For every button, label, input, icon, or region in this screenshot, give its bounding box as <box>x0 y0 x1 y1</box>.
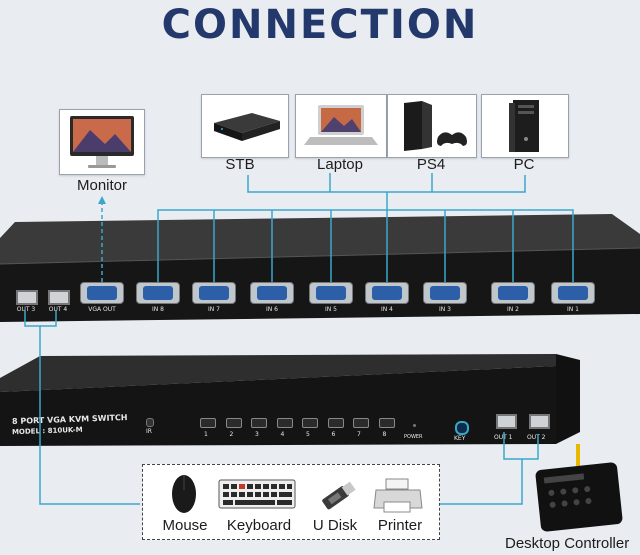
vga-port-label: IN 6 <box>266 306 278 313</box>
power-led <box>413 424 416 427</box>
port-select-button-3[interactable] <box>251 418 267 428</box>
hotkey-port[interactable] <box>455 421 469 435</box>
udisk-label: U Disk <box>312 517 358 534</box>
front-usb-port-out2[interactable] <box>529 414 550 429</box>
usb-label-out2: OUT 2 <box>527 434 546 441</box>
game-console-icon <box>404 101 467 151</box>
port-select-label: 3 <box>255 431 259 438</box>
port-select-label: 2 <box>229 431 234 438</box>
port-select-button-6[interactable] <box>327 418 344 428</box>
usb-label-out1: OUT 1 <box>494 434 513 441</box>
vga-connector <box>430 286 460 300</box>
desktop-controller-label: Desktop Controller <box>505 535 630 552</box>
ir-sensor <box>146 418 154 427</box>
port-select-button-8[interactable] <box>378 418 395 428</box>
port-select-label: 6 <box>331 431 336 438</box>
port-select-button-5[interactable] <box>302 418 318 428</box>
usb-label-out4: OUT 4 <box>48 306 68 313</box>
port-select-button-2[interactable] <box>225 418 242 428</box>
vga-port-label: IN 3 <box>439 306 451 313</box>
laptop-card <box>295 94 387 158</box>
keyboard-label: Keyboard <box>226 517 292 534</box>
port-select-label: 7 <box>357 431 361 438</box>
port-select-button-1[interactable] <box>200 418 216 428</box>
vga-connector <box>87 286 117 300</box>
vga-in-port-7[interactable] <box>192 282 236 304</box>
power-label: POWER <box>404 434 423 440</box>
mouse-label: Mouse <box>162 517 208 534</box>
monitor-card <box>59 109 145 175</box>
printer-label: Printer <box>377 517 423 534</box>
stb-label: STB <box>225 156 255 173</box>
page-title: CONNECTION <box>161 2 479 48</box>
port-select-label: 1 <box>204 431 208 438</box>
set-top-box-icon <box>214 113 280 141</box>
vga-port-label: IN 1 <box>567 306 579 313</box>
back-usb-port-out3[interactable] <box>16 290 38 305</box>
vga-connector <box>143 286 173 300</box>
port-select-button-4[interactable] <box>276 418 293 428</box>
laptop-icon <box>304 105 378 145</box>
vga-in-port-4[interactable] <box>365 282 409 304</box>
vga-in-port-6[interactable] <box>250 282 294 304</box>
printer-icon <box>373 478 423 513</box>
usb-label-out3: OUT 3 <box>16 306 36 313</box>
vga-connector <box>316 286 346 300</box>
vga-connector <box>199 286 229 300</box>
vga-port-label: IN 2 <box>507 306 519 313</box>
vga-in-port-3[interactable] <box>423 282 467 304</box>
vga-port-label: IN 5 <box>325 306 337 313</box>
desktop-controller-icon <box>535 444 623 532</box>
pc-card <box>481 94 569 158</box>
port-select-label: 8 <box>382 431 387 438</box>
vga-connector <box>257 286 287 300</box>
back-usb-port-out4[interactable] <box>48 290 70 305</box>
front-usb-port-out1[interactable] <box>496 414 517 429</box>
vga-connector <box>498 286 528 300</box>
port-select-button-7[interactable] <box>353 418 369 428</box>
key-label: KEY <box>454 435 466 442</box>
keyboard-icon <box>218 479 296 509</box>
vga-port-label: VGA OUT <box>88 306 116 313</box>
vga-in-port-1[interactable] <box>551 282 595 304</box>
ps4-card <box>387 94 477 158</box>
vga-port-label: IN 7 <box>208 306 220 313</box>
usb-disk-icon <box>322 481 356 510</box>
vga-in-port-8[interactable] <box>136 282 180 304</box>
port-select-label: 5 <box>306 431 310 438</box>
laptop-label: Laptop <box>317 156 363 173</box>
vga-in-port-5[interactable] <box>309 282 353 304</box>
vga-in-port-2[interactable] <box>491 282 535 304</box>
mouse-icon <box>172 475 196 513</box>
stb-card <box>201 94 289 158</box>
vga-connector <box>372 286 402 300</box>
vga-connector <box>558 286 588 300</box>
monitor-icon <box>70 116 134 168</box>
pc-tower-icon <box>509 100 539 152</box>
vga-out-port[interactable] <box>80 282 124 304</box>
ir-label: IR <box>146 428 152 435</box>
vga-port-label: IN 4 <box>381 306 393 313</box>
ps4-label: PS4 <box>416 156 446 173</box>
pc-label: PC <box>513 156 535 173</box>
vga-port-label: IN 8 <box>152 306 164 313</box>
monitor-label: Monitor <box>76 177 128 194</box>
port-select-label: 4 <box>280 431 285 438</box>
